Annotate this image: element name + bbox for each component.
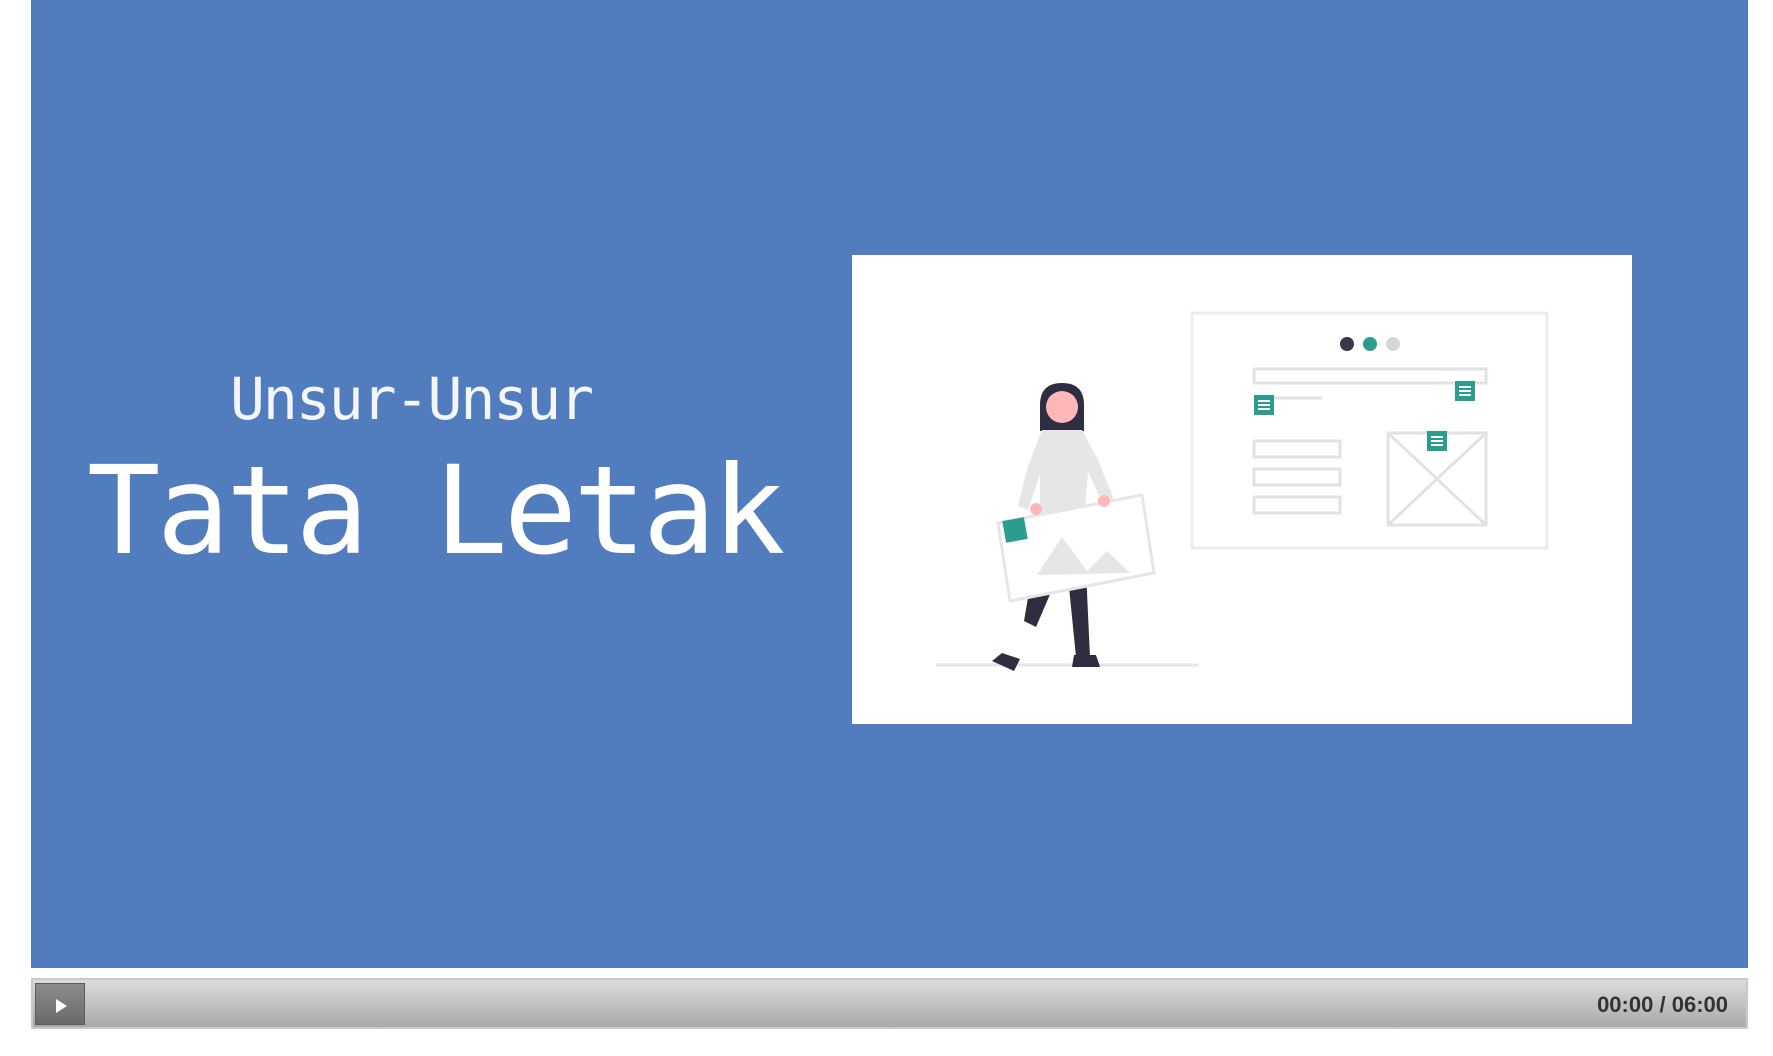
time-readout: 00:00 / 06:00 — [1597, 992, 1728, 1018]
layout-illustration — [852, 255, 1632, 724]
window-dot-light — [1386, 337, 1400, 351]
progress-bar[interactable] — [89, 983, 1616, 1025]
wireframe-line-3 — [1252, 495, 1342, 515]
window-dot-dark — [1340, 337, 1354, 351]
woman-carrying-image-icon — [936, 311, 1549, 671]
video-player[interactable]: Unsur-Unsur Tata Letak — [31, 0, 1748, 1034]
play-button[interactable] — [35, 983, 85, 1025]
slide-title: Tata Letak — [87, 440, 786, 582]
current-time: 00:00 — [1597, 992, 1654, 1017]
time-separator: / — [1659, 992, 1666, 1017]
player-controls: 00:00 / 06:00 — [31, 978, 1748, 1029]
video-frame[interactable]: Unsur-Unsur Tata Letak — [31, 0, 1748, 968]
wireframe-window — [1190, 311, 1549, 550]
picture-frame — [996, 493, 1156, 603]
wireframe-line-2 — [1252, 467, 1342, 487]
slide-subtitle: Unsur-Unsur — [229, 365, 594, 433]
play-icon — [56, 999, 67, 1013]
duration: 06:00 — [1671, 992, 1728, 1017]
wireframe-bar — [1252, 367, 1488, 385]
window-dot-accent — [1363, 337, 1377, 351]
wireframe-line-1 — [1252, 439, 1342, 459]
